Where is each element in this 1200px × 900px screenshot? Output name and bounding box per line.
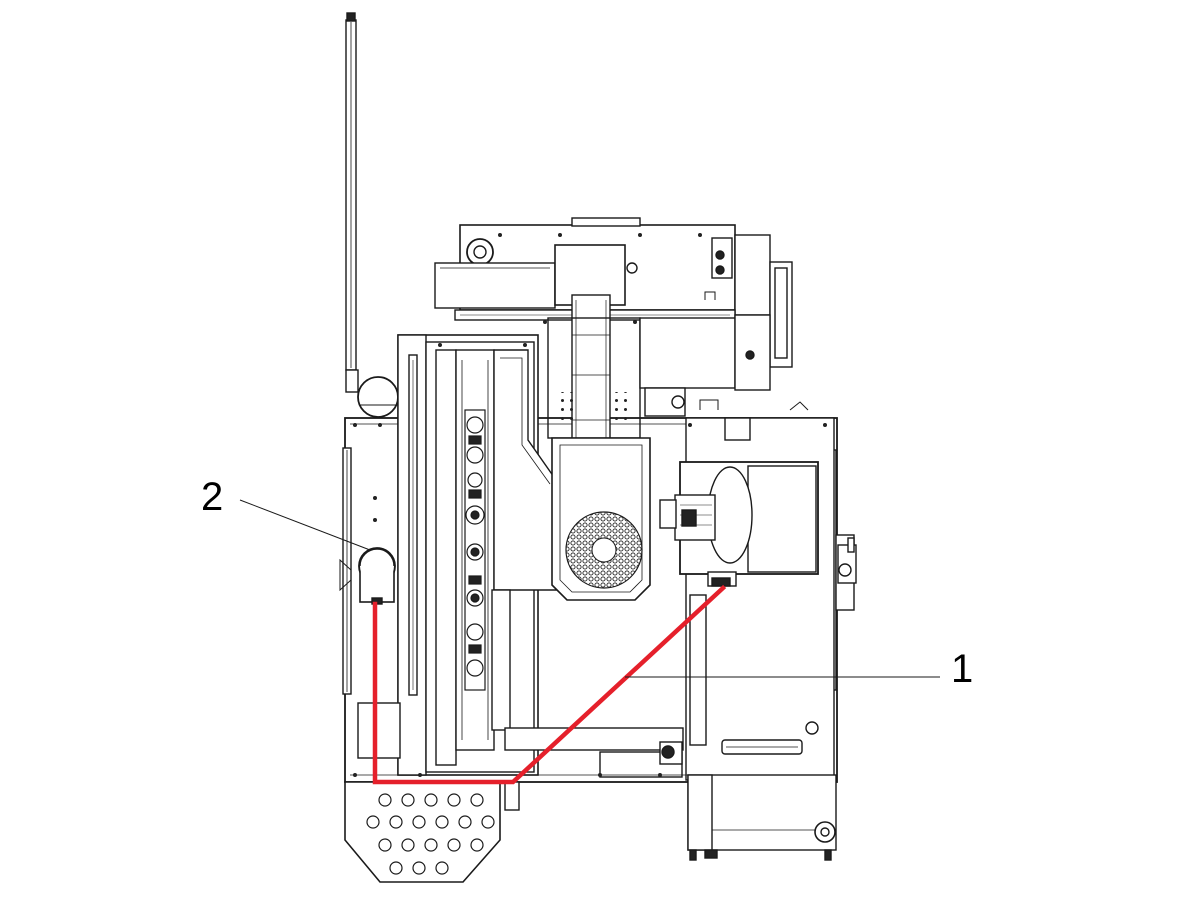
nozzle-column — [464, 409, 486, 691]
cellular-filter — [551, 437, 651, 601]
lower-frame — [350, 702, 835, 778]
antenna — [345, 12, 399, 418]
callout-label-1: 1 — [951, 647, 974, 691]
callout-label-2: 2 — [201, 475, 224, 519]
hose-route-1 — [372, 584, 727, 785]
leader-line-2 — [239, 499, 371, 551]
rivets — [353, 233, 827, 777]
air-intake-device — [358, 547, 396, 605]
top-control-box — [434, 217, 793, 368]
right-lower-frame — [687, 774, 837, 861]
drain-plate — [344, 781, 520, 883]
radiator-assembly — [397, 334, 557, 776]
motor — [659, 461, 819, 587]
